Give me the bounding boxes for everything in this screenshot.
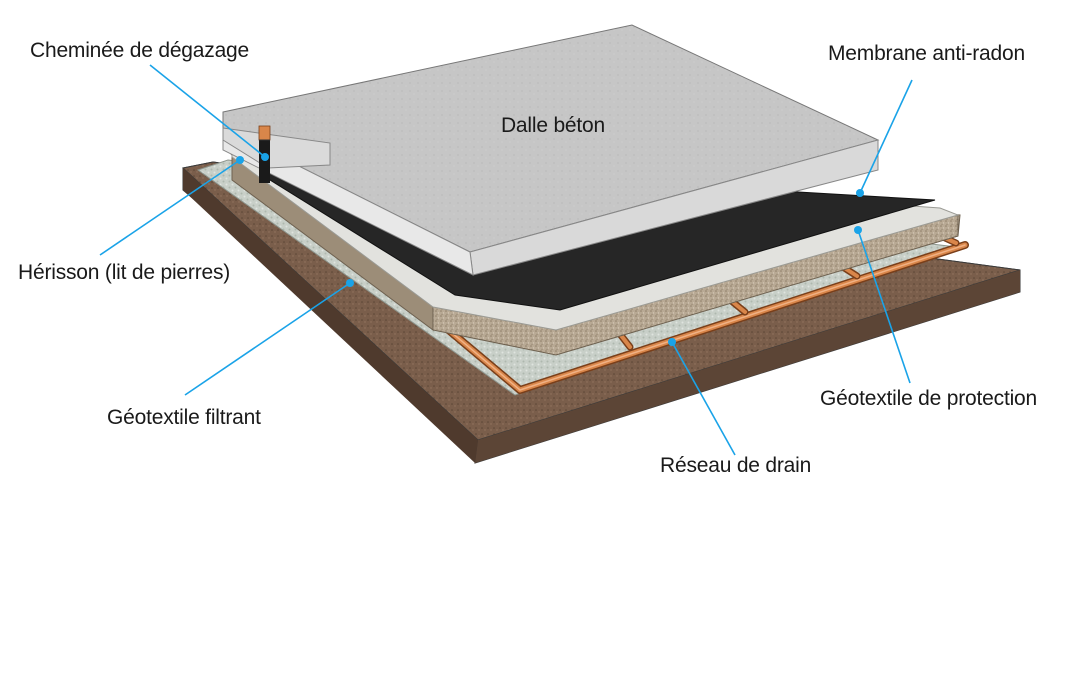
concrete-slab — [222, 24, 880, 276]
dot-chimney — [261, 153, 269, 161]
dot-membrane — [856, 189, 864, 197]
leader-lines — [99, 64, 913, 456]
label-slab: Dalle béton — [501, 114, 605, 137]
leader-drain-network — [671, 341, 736, 456]
label-protection-geotextile: Géotextile de protection — [820, 387, 1037, 410]
dot-hardcore — [236, 156, 244, 164]
leader-chimney — [149, 64, 266, 158]
label-chimney: Cheminée de dégazage — [30, 39, 249, 62]
label-membrane: Membrane anti-radon — [828, 42, 1025, 65]
leader-protection-geotextile — [857, 229, 911, 384]
leader-hardcore — [99, 159, 241, 256]
leader-filter-geotextile — [184, 282, 351, 396]
dot-drain-network — [668, 338, 676, 346]
dot-filter-geotextile — [346, 279, 354, 287]
label-hardcore: Hérisson (lit de pierres) — [18, 261, 230, 284]
leader-membrane — [859, 79, 913, 194]
dot-protection-geotextile — [854, 226, 862, 234]
label-filter-geotextile: Géotextile filtrant — [107, 406, 261, 429]
label-drain-network: Réseau de drain — [660, 454, 811, 477]
